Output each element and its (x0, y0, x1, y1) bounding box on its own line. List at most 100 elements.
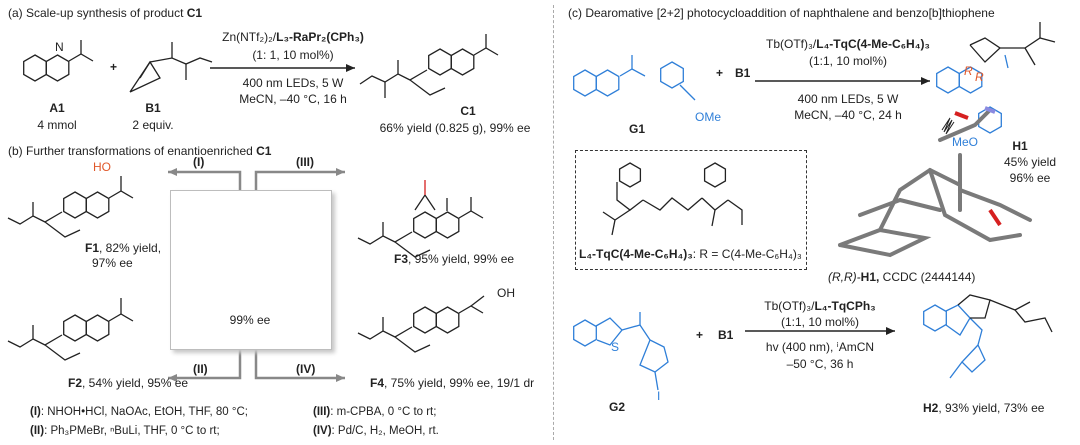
arrow-ii (168, 350, 242, 380)
ring (413, 211, 437, 239)
c1-catalyst-metal: Tb(OTf)₃/ (766, 37, 817, 51)
panel-a-title-text: (a) Scale-up synthesis of product (8, 6, 187, 20)
c1-center-box (170, 190, 332, 350)
arrow-i (168, 170, 242, 190)
c1-ratio: (1:1, 10 mol%) (808, 54, 888, 68)
arrow-iv (254, 350, 345, 380)
equivalence-mark (941, 117, 955, 135)
g1-ome: OMe (695, 110, 722, 124)
f4-yield: , 75% yield, 99% ee, 19/1 dr (384, 376, 535, 390)
bond (414, 193, 436, 211)
h2-cyclobutane (957, 294, 1053, 333)
ring (923, 304, 947, 332)
ring (958, 66, 983, 94)
f1-label: F1 (85, 241, 100, 255)
crystal-ccdc: CCDC (2444144) (879, 270, 976, 284)
bond (7, 215, 34, 225)
f4-oh-label: OH (497, 286, 515, 300)
panel-divider (553, 5, 554, 440)
bond (1004, 54, 1009, 69)
h1-product (936, 54, 1009, 134)
arrow-label-i: (I) (193, 155, 205, 169)
ligand-name: L₄-TqC(4-Me-C₆H₄)₃ (579, 247, 693, 261)
arrow-ii-head (168, 374, 177, 382)
panel-a-title: (a) Scale-up synthesis of product C1 (8, 6, 202, 20)
f3-yield: , 95% yield, 99% ee (408, 252, 515, 266)
arrow-iii (254, 170, 345, 190)
a1-amount: 4 mmol (37, 118, 77, 132)
bond (727, 199, 743, 225)
ring (63, 314, 87, 342)
f2-alkene (7, 298, 134, 361)
bond (679, 84, 696, 101)
crystal-stereo: (R,R)- (828, 270, 861, 284)
bond (32, 202, 46, 223)
c2-light: hv (400 nm), ⁱAmCN (765, 340, 875, 354)
bond (639, 324, 669, 373)
arrow-i-head (168, 168, 177, 176)
arrow-label-ii: (II) (193, 362, 208, 376)
ring (450, 48, 475, 76)
crystal-nitrogen (984, 106, 996, 114)
ring (428, 48, 452, 76)
b1-bicyclobutane-amide (129, 42, 213, 93)
ring (660, 61, 684, 89)
arrow-a-head (346, 64, 355, 72)
arrow-iii-head (336, 168, 345, 176)
arrow-label-iii: (III) (296, 155, 314, 169)
c2-catalyst-ligand: L₄-TqCPh₃ (814, 299, 876, 313)
bond (382, 222, 396, 243)
bond (139, 61, 151, 79)
c1-label: C1 (460, 104, 476, 118)
panel-b-title-compound: C1 (256, 144, 272, 158)
bond (989, 299, 1031, 311)
crystal-oxygen (988, 208, 1002, 227)
plus-sign-c2: + (696, 328, 704, 342)
c1-solvent: MeCN, –40 °C, 24 h (794, 108, 902, 122)
arrow-c1-head (921, 77, 930, 85)
a1-n-atom: N (55, 40, 64, 54)
ring (573, 69, 597, 97)
f1-yield: , 82% yield, (99, 241, 162, 255)
condition-i-id: (I) (30, 406, 41, 418)
condition-iv: (IV): Pd/C, H₂, MeOH, rt. (313, 424, 439, 438)
bond (357, 330, 384, 340)
c1-center-ee: 99% ee (229, 313, 271, 327)
b1-amount: 2 equiv. (132, 118, 174, 132)
c1-result: 66% yield (0.825 g), 99% ee (379, 121, 531, 135)
bond (43, 211, 81, 238)
f4-label: F4 (370, 376, 385, 390)
panel-a-title-compound: C1 (186, 6, 203, 20)
bond (359, 73, 399, 85)
f2-label: F2 (68, 376, 83, 390)
a-catalyst-ligand: L₃-RaPr₂(CPh₃) (276, 30, 364, 44)
b1-label-c1: B1 (735, 66, 751, 80)
condition-ii: (II): Ph₃PMeBr, ⁿBuLi, THF, 0 °C to rt; (30, 424, 220, 438)
c1-product (359, 34, 499, 98)
bond (129, 60, 161, 93)
h2-result: H2, 93% yield, 73% ee (923, 401, 1044, 415)
f3-epoxide-noxide (357, 193, 484, 258)
bond (382, 317, 396, 338)
crystal-bond (958, 188, 1032, 222)
ring (23, 54, 47, 82)
bond (393, 326, 431, 353)
bond (611, 219, 616, 236)
ring (595, 69, 620, 97)
a-catalyst: Zn(NTf₂)₂/L₃-RaPr₂(CPh₃) (222, 30, 364, 44)
h2-product (923, 304, 986, 379)
c2-ratio: (1:1, 10 mol%) (780, 315, 860, 329)
c1-catalyst: Tb(OTf)₃/L₄-TqC(4-Me-C₆H₄)₃ (766, 37, 930, 51)
ring (435, 211, 460, 239)
bond (945, 304, 971, 336)
g2-s-atom: S (611, 340, 620, 354)
panel-b-title-text: (b) Further transformations of enantioen… (8, 144, 257, 158)
h1-meo: MeO (952, 135, 979, 149)
crystal-bond (878, 167, 962, 232)
ligand-box (575, 150, 807, 270)
h1-cyclobutane (969, 22, 1056, 66)
condition-iii-id: (III) (313, 406, 331, 418)
bond (68, 53, 94, 62)
ring (45, 54, 70, 82)
